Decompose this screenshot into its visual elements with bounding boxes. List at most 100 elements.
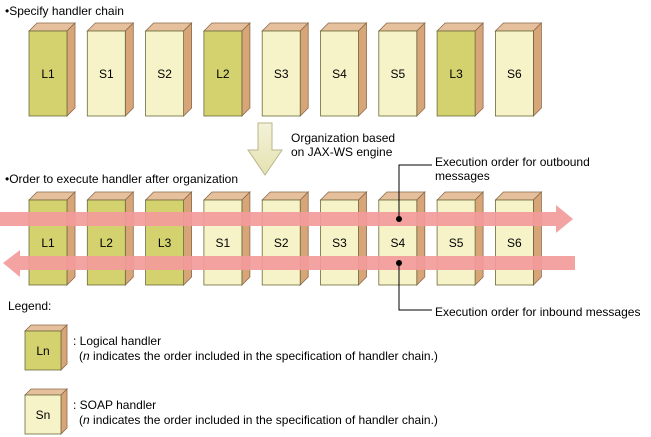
outbound-arrow bbox=[0, 205, 573, 233]
box-side-face bbox=[416, 22, 426, 117]
section2-title: Order to execute handler after organizat… bbox=[5, 172, 238, 186]
organized-handler-box-l3: L3 bbox=[144, 191, 193, 286]
handler-label: Ln bbox=[36, 344, 49, 358]
handler-label: L3 bbox=[158, 236, 172, 250]
handler-box-s6: S6 bbox=[494, 22, 543, 117]
handler-label: S5 bbox=[449, 236, 464, 250]
box-side-face bbox=[60, 324, 68, 371]
legend-title: Legend: bbox=[8, 299, 52, 313]
outbound-label-line2: messages bbox=[435, 169, 490, 183]
handler-box-s2: S2 bbox=[144, 22, 193, 117]
box-side-face bbox=[183, 191, 193, 286]
box-top-face bbox=[24, 388, 68, 396]
inbound-label: Execution order for inbound messages bbox=[435, 305, 641, 319]
handler-label: S6 bbox=[507, 67, 522, 81]
handler-label: L1 bbox=[41, 236, 55, 250]
legend-logical-note-var: n bbox=[83, 349, 90, 363]
handler-box-s1: S1 bbox=[86, 22, 135, 117]
handler-label: Sn bbox=[36, 408, 51, 422]
box-top-face bbox=[24, 324, 68, 332]
outbound-callout-line bbox=[398, 164, 432, 219]
handler-box-l1: L1 bbox=[28, 22, 76, 117]
box-side-face bbox=[358, 22, 367, 117]
box-side-face bbox=[124, 22, 134, 117]
box-side-face bbox=[66, 191, 76, 286]
handler-label: L2 bbox=[216, 67, 230, 81]
inbound-callout-line bbox=[398, 263, 432, 311]
handler-label: S2 bbox=[274, 236, 289, 250]
outbound-label-line1: Execution order for outbound bbox=[435, 155, 590, 169]
inbound-arrow bbox=[3, 250, 575, 277]
box-front-face bbox=[494, 30, 534, 117]
box-side-face bbox=[124, 191, 134, 286]
organized-handler-box-s2: S2 bbox=[261, 191, 310, 286]
handler-label: S3 bbox=[332, 236, 347, 250]
box-side-face bbox=[299, 22, 309, 117]
specified-handler-row: L1 S1 S2 L2 S3 S4 S5 L3 S6 bbox=[28, 22, 543, 117]
handler-label: S3 bbox=[274, 67, 289, 81]
handler-box-l2: L2 bbox=[202, 22, 251, 117]
box-side-face bbox=[358, 191, 367, 286]
organized-handler-box-s5: S5 bbox=[436, 191, 485, 286]
handler-label: S4 bbox=[390, 236, 405, 250]
handler-box-s4: S4 bbox=[319, 22, 368, 117]
box-side-face bbox=[533, 22, 542, 117]
box-front-face bbox=[145, 30, 185, 117]
organized-handler-box-s1: S1 bbox=[202, 191, 251, 286]
handler-label: S1 bbox=[99, 67, 114, 81]
box-side-face bbox=[474, 22, 484, 117]
organized-handler-row: L1 L2 L3 S1 S2 S3 S4 S5 S6 bbox=[28, 191, 543, 286]
box-side-face bbox=[416, 191, 426, 286]
organization-note-line1: Organization based bbox=[291, 131, 396, 145]
box-side-face bbox=[66, 22, 76, 117]
handler-label: L2 bbox=[100, 236, 114, 250]
legend-soap-note-var: n bbox=[83, 413, 90, 427]
legend-logical-name: : Logical handler bbox=[73, 334, 162, 348]
handler-label: S5 bbox=[390, 67, 405, 81]
handler-box-s3: S3 bbox=[261, 22, 310, 117]
handler-box-s5: S5 bbox=[377, 22, 426, 117]
inbound-callout-dot bbox=[396, 260, 402, 266]
handler-label: S4 bbox=[332, 67, 347, 81]
legend-soap-note-rest: indicates the order included in the spec… bbox=[89, 413, 438, 427]
box-side-face bbox=[183, 22, 193, 117]
handler-label: S2 bbox=[157, 67, 172, 81]
box-front-face bbox=[320, 30, 359, 117]
box-front-face bbox=[24, 394, 62, 435]
legend-logical-note: (n indicates the order included in the s… bbox=[79, 349, 438, 363]
box-side-face bbox=[60, 388, 68, 435]
legend-soap-name: : SOAP handler bbox=[73, 398, 157, 412]
box-front-face bbox=[203, 30, 243, 117]
execution-arrows bbox=[0, 205, 575, 277]
box-side-face bbox=[533, 191, 542, 286]
organization-down-arrow bbox=[247, 122, 283, 176]
box-side-face bbox=[241, 191, 251, 286]
box-side-face bbox=[241, 22, 251, 117]
box-front-face bbox=[24, 330, 62, 371]
organized-handler-box-l2: L2 bbox=[86, 191, 135, 286]
handler-label: S1 bbox=[216, 236, 231, 250]
handler-label: L1 bbox=[41, 67, 55, 81]
box-front-face bbox=[28, 30, 68, 117]
box-front-face bbox=[436, 30, 476, 117]
organized-handler-box-s3: S3 bbox=[319, 191, 368, 286]
legend-soap-note: (n indicates the order included in the s… bbox=[79, 413, 438, 427]
callout-lines bbox=[396, 164, 432, 311]
legend-logical-box: Ln bbox=[24, 324, 68, 371]
outbound-callout-dot bbox=[396, 216, 402, 222]
box-front-face bbox=[261, 30, 301, 117]
box-side-face bbox=[474, 191, 484, 286]
box-front-face bbox=[378, 30, 418, 117]
box-side-face bbox=[299, 191, 309, 286]
legend-logical-note-rest: indicates the order included in the spec… bbox=[89, 349, 438, 363]
organized-handler-box-s6: S6 bbox=[494, 191, 543, 286]
handler-box-l3: L3 bbox=[436, 22, 485, 117]
legend-soap-box: Sn bbox=[24, 388, 68, 435]
organization-note-line2: on JAX-WS engine bbox=[291, 145, 393, 159]
organized-handler-box-l1: L1 bbox=[28, 191, 76, 286]
handler-label: L3 bbox=[449, 67, 463, 81]
organized-handler-box-s4: S4 bbox=[377, 191, 426, 286]
section1-title: Specify handler chain bbox=[5, 4, 124, 18]
